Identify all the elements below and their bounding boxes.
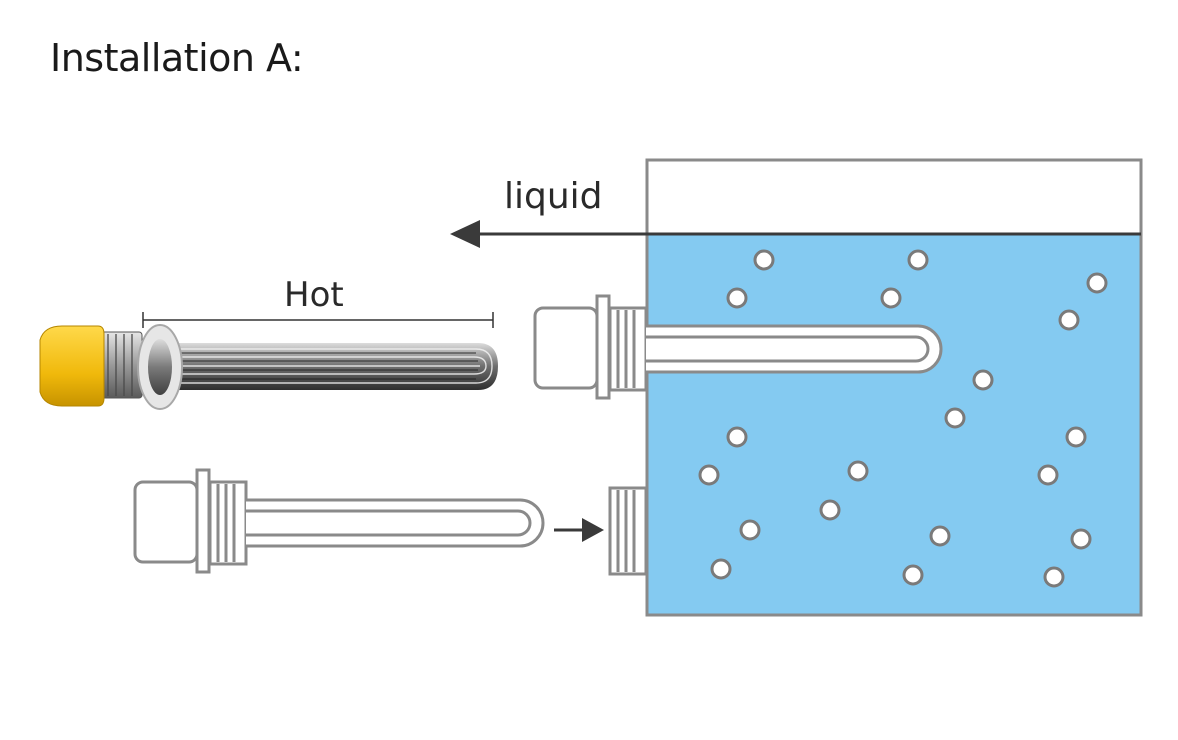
hot-zone-label: Hot <box>284 275 344 315</box>
bubble <box>944 407 966 429</box>
insertion-heater-tube <box>246 498 545 548</box>
bubble <box>880 287 902 309</box>
bubble <box>698 464 720 486</box>
bubble <box>739 519 761 541</box>
flow-arrow-head <box>450 220 480 248</box>
tank-air-space <box>645 158 1143 236</box>
bubble <box>1058 309 1080 331</box>
bubble <box>753 249 775 271</box>
bubble <box>819 499 841 521</box>
installed-heater-thread <box>608 306 648 392</box>
tank <box>645 158 1143 617</box>
bubble <box>1065 426 1087 448</box>
bubble <box>1043 566 1065 588</box>
bubble <box>710 558 732 580</box>
diagram-title: Installation A: <box>50 36 304 80</box>
bubble <box>1037 464 1059 486</box>
bubble <box>972 369 994 391</box>
hot-zone-dimension <box>142 312 494 328</box>
insertion-heater-thread <box>208 480 248 566</box>
bubble <box>907 249 929 271</box>
insertion-arrow-head <box>582 518 604 542</box>
bubble <box>726 426 748 448</box>
insertion-heater-flange <box>195 468 211 574</box>
bubble <box>929 525 951 547</box>
bubbles <box>698 249 1108 588</box>
installed-heater-tube <box>646 324 943 374</box>
installed-heater <box>533 294 943 400</box>
bubble <box>1070 528 1092 550</box>
insertion-heater <box>133 468 545 574</box>
bubble <box>1086 272 1108 294</box>
heater-flange-thread <box>99 331 143 399</box>
installed-heater-head <box>533 306 599 390</box>
flow-label: liquid <box>504 176 603 217</box>
insertion-heater-head <box>133 480 199 564</box>
bubble <box>847 460 869 482</box>
bubble <box>726 287 748 309</box>
flow-arrow <box>450 220 647 248</box>
heater-element-photo <box>39 324 498 410</box>
heater-yellow-cap <box>39 325 105 407</box>
bubble <box>902 564 924 586</box>
tank-port <box>608 486 648 576</box>
installed-heater-flange <box>595 294 611 400</box>
insertion-arrow <box>554 518 604 542</box>
